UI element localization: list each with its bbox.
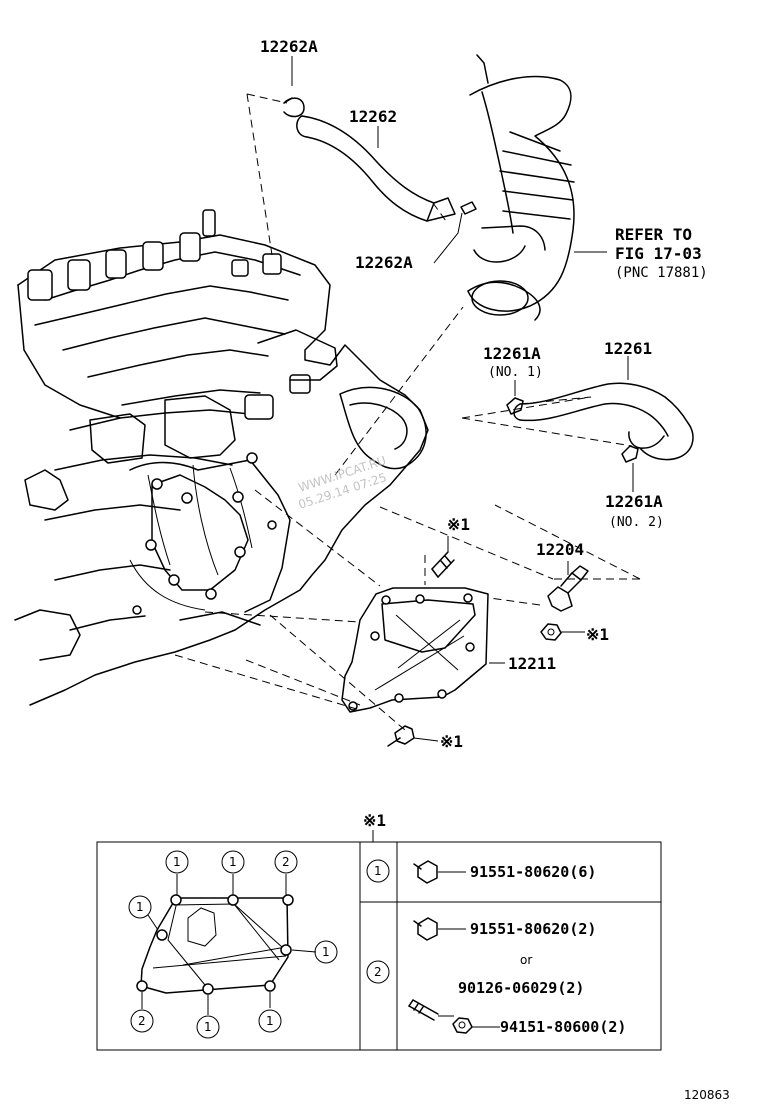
dashed-guide-14: [254, 489, 381, 587]
table-row-number-1: 1: [374, 864, 382, 878]
table-row-2-item-2: or: [520, 953, 532, 967]
label-refer-line-3: (PNC 17881): [615, 265, 708, 281]
table-bracket-outline: [140, 897, 289, 994]
dashed-guide-10: [334, 306, 464, 476]
nut-icon: [452, 1017, 473, 1034]
bolt-icon: [387, 725, 415, 747]
label-12261: 12261: [604, 339, 652, 358]
dashed-guide-9: [379, 506, 554, 580]
dashed-guide-5: [461, 417, 633, 447]
hose-icon: [296, 54, 575, 321]
table-row-1-item-1: 91551-80620(6): [470, 863, 596, 881]
table-reference-mark: ※1: [363, 811, 386, 830]
leader-bolt-mark: [413, 737, 439, 742]
table-diagram-number-6: 2: [138, 1014, 146, 1028]
bolt-icon: [413, 917, 438, 941]
table-border: [96, 841, 662, 1051]
table-row-2-item-1: 91551-80620(2): [470, 920, 596, 938]
ref-mark-bolt: ※1: [440, 732, 463, 751]
bolt-icon: [413, 860, 438, 884]
table-diagram-number-2: 1: [229, 855, 237, 869]
clip-icon: [283, 97, 639, 463]
label-refer-line-2: FIG 17-03: [615, 244, 702, 263]
dashed-guide-6: [519, 396, 592, 405]
dashed-guide-3: [432, 202, 447, 222]
figure-id: 120863: [684, 1088, 730, 1102]
dashed-guide-12: [174, 654, 361, 711]
dashed-guide-4: [461, 396, 592, 419]
label-12261A-no2-sub: (NO. 2): [609, 515, 664, 530]
table-diagram-number-8: 1: [266, 1014, 274, 1028]
dashed-guide-2: [246, 93, 288, 104]
table-diagram-number-7: 1: [204, 1020, 212, 1034]
table-row-2-item-3: 90126-06029(2): [458, 979, 584, 997]
label-12211: 12211: [508, 654, 556, 673]
dashed-guide-15: [269, 614, 406, 731]
label-12262: 12262: [349, 107, 397, 126]
table-diagram-number-5: 1: [322, 945, 330, 959]
ref-mark-stud: ※1: [447, 515, 470, 534]
table-row-number-2: 2: [374, 965, 382, 979]
leader-12262A-mid: [433, 212, 463, 264]
ref-mark-nut: ※1: [586, 625, 609, 644]
stud-icon: [408, 999, 439, 1021]
hose-icon: [513, 382, 694, 461]
engine-block-icon: [14, 209, 429, 706]
table-diagram-number-1: 1: [173, 855, 181, 869]
label-12204: 12204: [536, 540, 584, 559]
table-row-2-item-4: 94151-80600(2): [500, 1018, 626, 1036]
label-12261A-no1: 12261A: [483, 344, 541, 363]
bracket-icon: [341, 587, 489, 713]
label-12261A-no2: 12261A: [605, 492, 663, 511]
dashed-guide-8: [494, 504, 641, 580]
label-refer-line-1: REFER TO: [615, 225, 692, 244]
fastener-detail-table: ※1 1: [96, 811, 662, 1051]
dashed-guide-13: [245, 659, 361, 706]
sensor-icon: [547, 565, 589, 612]
nut-icon: [540, 623, 562, 641]
table-diagram-number-3: 2: [282, 855, 290, 869]
label-12261A-no1-sub: (NO. 1): [488, 365, 543, 380]
table-diagram-number-4: 1: [136, 900, 144, 914]
dashed-guide-1: [246, 93, 273, 256]
label-12262A-mid: 12262A: [355, 253, 413, 272]
label-12262A-top: 12262A: [260, 37, 318, 56]
dashed-guide-17: [489, 597, 541, 606]
stud-icon: [431, 551, 455, 578]
